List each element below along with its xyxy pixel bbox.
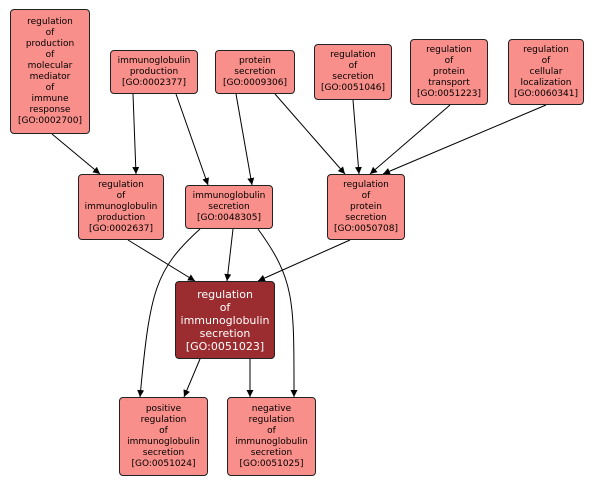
edge-go-0050708-to-go-0051023 [257, 239, 351, 282]
node-go-id: [GO:0051023] [185, 339, 265, 353]
node-go-0002377[interactable]: immunoglobulin production [GO:0002377] [110, 50, 198, 94]
node-go-id: [GO:0060341] [513, 88, 579, 99]
node-go-0002700[interactable]: regulation of production of molecular me… [10, 9, 90, 134]
node-label: immunoglobulin secretion [192, 190, 266, 212]
edge-go-0002377-to-go-0002637 [132, 93, 140, 175]
edge-go-0009306-to-go-0050708 [274, 93, 346, 175]
node-go-id: [GO:0051046] [320, 83, 386, 93]
node-go-0051023-focus[interactable]: regulation of immunoglobulin secretion [… [175, 281, 275, 359]
node-go-id: [GO:0002377] [121, 77, 187, 88]
edge-go-0051223-to-go-0050708 [369, 104, 451, 175]
node-label: regulation of protein transport [426, 44, 472, 88]
edge-go-0002700-to-go-0002637 [51, 133, 101, 175]
node-go-0051223[interactable]: regulation of protein transport [GO:0051… [410, 39, 488, 105]
node-go-0048305[interactable]: immunoglobulin secretion [GO:0048305] [185, 185, 273, 229]
node-go-id: [GO:0009306] [222, 77, 288, 88]
node-label: regulation of cellular localization [520, 44, 572, 88]
node-go-0009306[interactable]: protein secretion [GO:0009306] [215, 50, 295, 94]
node-go-0051025[interactable]: negative regulation of immunoglobulin se… [227, 397, 316, 476]
node-go-id: [GO:0051025] [239, 458, 304, 469]
node-label: regulation of secretion [330, 50, 376, 82]
node-go-0060341[interactable]: regulation of cellular localization [GO:… [508, 39, 584, 105]
node-label: protein secretion [234, 55, 276, 77]
node-go-0051046[interactable]: regulation of secretion [GO:0051046] [314, 44, 392, 100]
node-go-0002637[interactable]: regulation of immunoglobulin production … [78, 174, 164, 240]
node-go-0050708[interactable]: regulation of protein secretion [GO:0050… [327, 174, 405, 240]
node-label: immunoglobulin production [117, 55, 191, 77]
edge-go-0051023-to-go-0051024 [183, 358, 201, 398]
node-go-id: [GO:0002700] [17, 115, 83, 126]
edge-go-0060341-to-go-0050708 [382, 104, 547, 175]
node-go-id: [GO:0050708] [333, 223, 399, 234]
node-label: regulation of protein secretion [343, 179, 389, 223]
edge-go-0048305-to-go-0051023 [224, 228, 234, 282]
node-go-id: [GO:0051024] [131, 458, 196, 469]
node-label: regulation of immunoglobulin secretion [180, 287, 270, 340]
node-label: regulation of production of molecular me… [25, 16, 75, 115]
node-label: negative regulation of immunoglobulin se… [235, 403, 308, 458]
edge-go-0009306-to-go-0048305 [235, 93, 255, 186]
node-go-0051024[interactable]: positive regulation of immunoglobulin se… [119, 397, 208, 476]
node-label: regulation of immunoglobulin production [84, 179, 158, 223]
edge-go-0048305-to-go-0051024 [137, 228, 201, 398]
node-go-id: [GO:0048305] [196, 212, 262, 223]
edge-go-0048305-to-go-0051025 [257, 228, 298, 398]
edge-go-0002377-to-go-0048305 [175, 93, 209, 186]
node-go-id: [GO:0051223] [416, 88, 482, 99]
edge-go-0051046-to-go-0050708 [352, 99, 362, 175]
node-go-id: [GO:0002637] [88, 223, 154, 234]
edge-go-0002637-to-go-0051023 [127, 239, 196, 282]
node-label: positive regulation of immunoglobulin se… [127, 403, 200, 458]
